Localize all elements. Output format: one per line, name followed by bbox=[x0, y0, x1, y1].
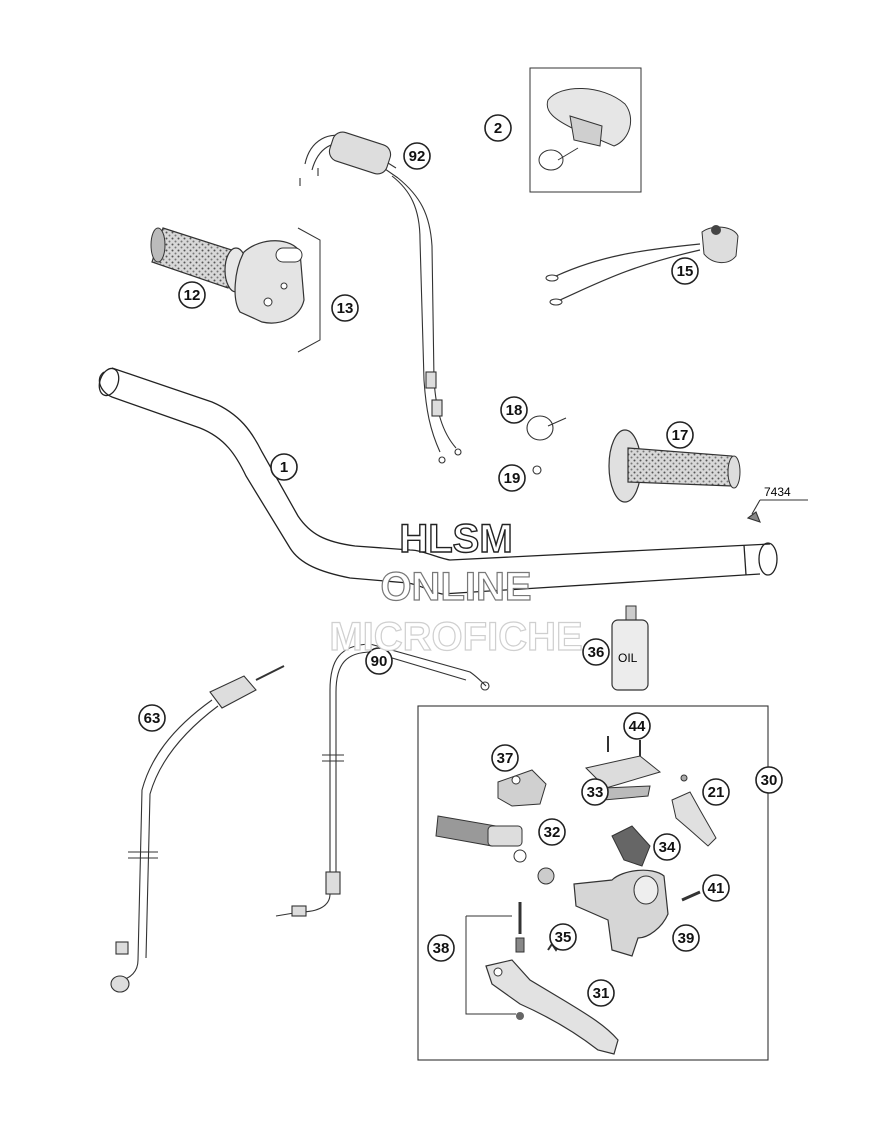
callout-label-2: 2 bbox=[494, 120, 502, 137]
callout-label-15: 15 bbox=[677, 263, 694, 280]
oil-bottle-label: OIL bbox=[618, 651, 638, 665]
callout-label-19: 19 bbox=[504, 470, 521, 487]
callout-circle-19 bbox=[498, 464, 526, 492]
callout-circle-34 bbox=[653, 833, 681, 861]
callout-label-33: 33 bbox=[587, 784, 604, 801]
callout-circle-39 bbox=[672, 924, 700, 952]
brake-fluid-bottle bbox=[611, 605, 649, 691]
callout-circle-21 bbox=[702, 778, 730, 806]
callout-circle-35 bbox=[549, 923, 577, 951]
callout-label-41: 41 bbox=[708, 880, 725, 897]
callout-circle-1 bbox=[270, 453, 298, 481]
callout-circle-37 bbox=[491, 744, 519, 772]
callout-label-17: 17 bbox=[672, 427, 689, 444]
throttle-grip-assembly bbox=[150, 227, 321, 353]
callout-label-63: 63 bbox=[144, 710, 161, 727]
hot-start-cable bbox=[110, 665, 285, 993]
callout-circle-38 bbox=[427, 934, 455, 962]
callout-circle-31 bbox=[587, 979, 615, 1007]
callout-circle-2 bbox=[484, 114, 512, 142]
callout-circle-92 bbox=[403, 142, 431, 170]
callout-circle-63 bbox=[138, 704, 166, 732]
left-grip bbox=[608, 429, 741, 503]
part-2-box bbox=[529, 67, 642, 193]
callout-label-37: 37 bbox=[497, 750, 514, 767]
callout-circle-12 bbox=[178, 281, 206, 309]
small-hardware bbox=[526, 415, 808, 523]
callout-label-92: 92 bbox=[409, 148, 426, 165]
watermark-line-3: MICROFICHE bbox=[329, 615, 582, 659]
callout-label-32: 32 bbox=[544, 824, 561, 841]
callout-label-1: 1 bbox=[280, 459, 288, 476]
callout-circle-32 bbox=[538, 818, 566, 846]
callout-circle-44 bbox=[623, 712, 651, 740]
callout-label-34: 34 bbox=[659, 839, 676, 856]
callout-label-30: 30 bbox=[761, 772, 778, 789]
callout-circle-30 bbox=[755, 766, 783, 794]
callout-label-21: 21 bbox=[708, 784, 725, 801]
callout-circle-33 bbox=[581, 778, 609, 806]
watermark-line-1: HLSM bbox=[399, 517, 512, 561]
callout-label-44: 44 bbox=[629, 718, 646, 735]
callout-label-36: 36 bbox=[588, 644, 605, 661]
callout-label-13: 13 bbox=[337, 300, 354, 317]
callout-circle-41 bbox=[702, 874, 730, 902]
reference-number-7434: 7434 bbox=[764, 485, 791, 499]
master-cylinder-group bbox=[417, 705, 769, 1061]
callout-group: 1212131517181921303132333435363738394144… bbox=[138, 114, 783, 1007]
kill-switch bbox=[545, 225, 739, 306]
callout-label-18: 18 bbox=[506, 402, 523, 419]
callout-label-90: 90 bbox=[371, 653, 388, 670]
callout-circle-36 bbox=[582, 638, 610, 666]
callout-label-12: 12 bbox=[184, 287, 201, 304]
callout-label-31: 31 bbox=[593, 985, 610, 1002]
callout-label-39: 39 bbox=[678, 930, 695, 947]
callout-label-38: 38 bbox=[433, 940, 450, 957]
callout-circle-17 bbox=[666, 421, 694, 449]
clutch-cable bbox=[275, 643, 490, 917]
callout-circle-13 bbox=[331, 294, 359, 322]
callout-circle-90 bbox=[365, 647, 393, 675]
handlebar bbox=[98, 367, 778, 595]
callout-circle-15 bbox=[671, 257, 699, 285]
throttle-cable-set bbox=[299, 131, 462, 464]
callout-circle-18 bbox=[500, 396, 528, 424]
callout-label-35: 35 bbox=[555, 929, 572, 946]
watermark-line-2: ONLINE bbox=[380, 565, 531, 609]
